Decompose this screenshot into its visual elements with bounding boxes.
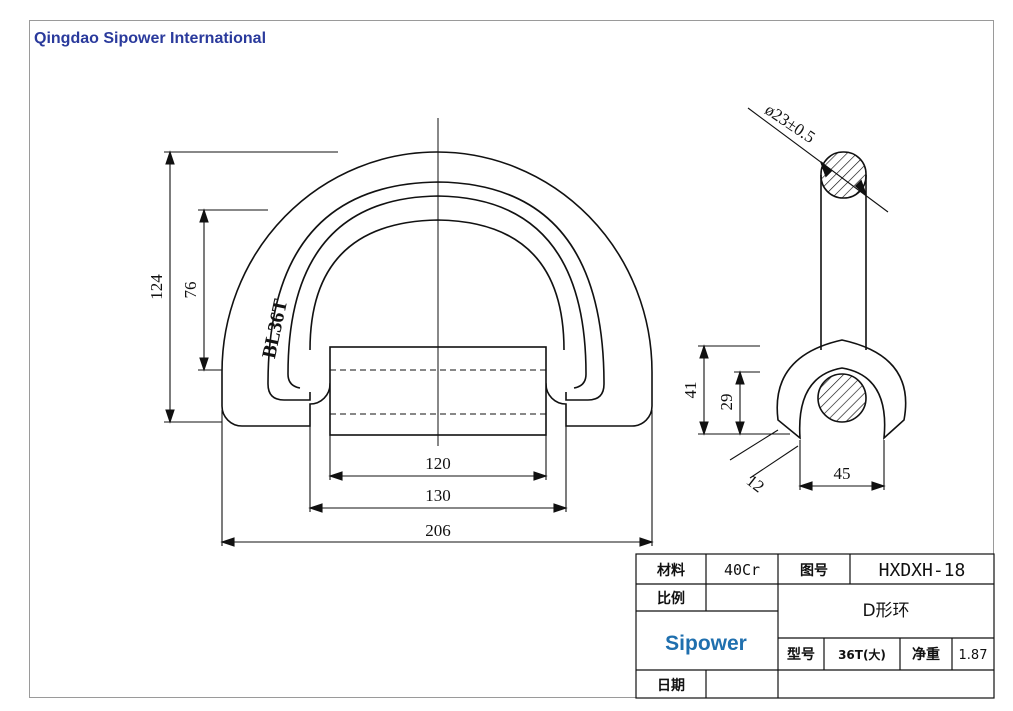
dim-206-label: 206 [425,521,451,540]
dim-45-label: 45 [834,464,851,483]
material-value: 40Cr [724,561,760,579]
d-ring-middle-contour [267,181,605,401]
logo-text: Sipower [665,632,747,655]
dim-130-label: 130 [425,486,451,505]
dimension-lines-side [698,344,886,491]
d-ring-front-view [221,118,653,446]
sipower-logo: Sipower [665,632,747,655]
company-title: Qingdao Sipower International [34,30,267,47]
date-label: 日期 [657,678,685,694]
d-ring-inner-contour [287,195,587,389]
d-ring-side-view [747,107,907,440]
dim-12-label: 12 [743,471,768,496]
model-value: 36T(大) [838,647,886,662]
dim-120-label: 120 [425,454,451,473]
dim-29-label: 29 [717,394,736,411]
scale-label: 比例 [657,590,685,607]
drawing-no-value: HXDXH-18 [879,560,966,581]
part-name: D形环 [862,601,909,621]
dim-41-label: 41 [681,382,700,399]
dim-124-label: 124 [147,274,166,300]
title-block [635,553,995,699]
d-ring-opening [309,219,565,351]
drawing-frame [29,20,994,698]
drawing-no-label: 图号 [800,563,828,579]
material-label: 材料 [657,562,685,579]
d-ring-outer-contour [221,151,653,427]
model-label: 型号 [787,646,815,663]
dim-76-label: 76 [181,282,200,299]
marking-label: BL36T [258,296,292,360]
weight-value: 1.87 [959,648,988,663]
dimension-lines-front [164,150,654,547]
weight-label: 净重 [912,646,940,663]
